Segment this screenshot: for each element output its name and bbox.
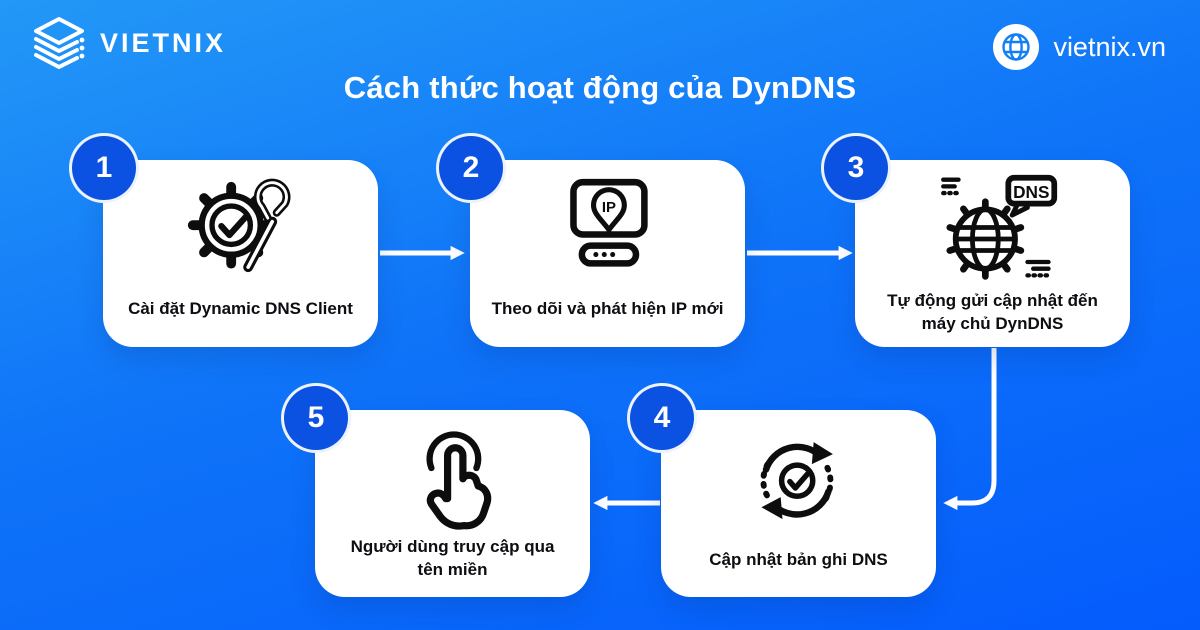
step-badge-4: 4 xyxy=(627,383,697,453)
vietnix-stack-logo-icon xyxy=(34,17,85,69)
globe-icon xyxy=(993,24,1040,70)
step-label-5: Người dùng truy cập qua tên miền xyxy=(350,537,555,579)
globe-dns-gear-icon: DNS xyxy=(926,170,1060,287)
vietnix-logo: VIETNIX xyxy=(30,14,226,72)
step-card-5: 5 Người dùng truy cập qua tên miền xyxy=(281,383,590,597)
brand-text: VIETNIX xyxy=(100,27,227,58)
tap-hand-icon xyxy=(399,420,507,533)
step-card-2: 2 IP Theo dõi và phát hiện IP mới xyxy=(436,133,745,347)
website-group: vietnix.vn xyxy=(993,24,1166,70)
step-label-2: Theo dõi và phát hiện IP mới xyxy=(491,298,724,318)
step-badge-3: 3 xyxy=(821,133,891,203)
svg-text:DNS: DNS xyxy=(1013,182,1049,202)
gear-check-wrench-icon xyxy=(182,170,300,283)
step-label-4: Cập nhật bản ghi DNS xyxy=(709,549,888,569)
website-text: vietnix.vn xyxy=(1053,31,1166,62)
arrow-step3-step4 xyxy=(943,348,997,511)
step-label-1: Cài đặt Dynamic DNS Client xyxy=(128,298,353,318)
step-card-1: 1 xyxy=(69,133,378,347)
step-card-4: 4 Cập nhật bản ghi DNS xyxy=(627,383,936,597)
page-title: Cách thức hoạt động của DynDNS xyxy=(343,70,857,105)
svg-text:IP: IP xyxy=(601,199,615,216)
sync-check-icon xyxy=(744,420,854,534)
step-label-3: Tự động gửi cập nhật đến máy chủ DynDNS xyxy=(887,291,1098,333)
step-badge-2: 2 xyxy=(436,133,506,203)
step-card-3: 3 xyxy=(821,133,1130,347)
monitor-ip-pin-icon: IP xyxy=(552,170,664,283)
step-badge-5: 5 xyxy=(281,383,351,453)
step-badge-1: 1 xyxy=(69,133,139,203)
